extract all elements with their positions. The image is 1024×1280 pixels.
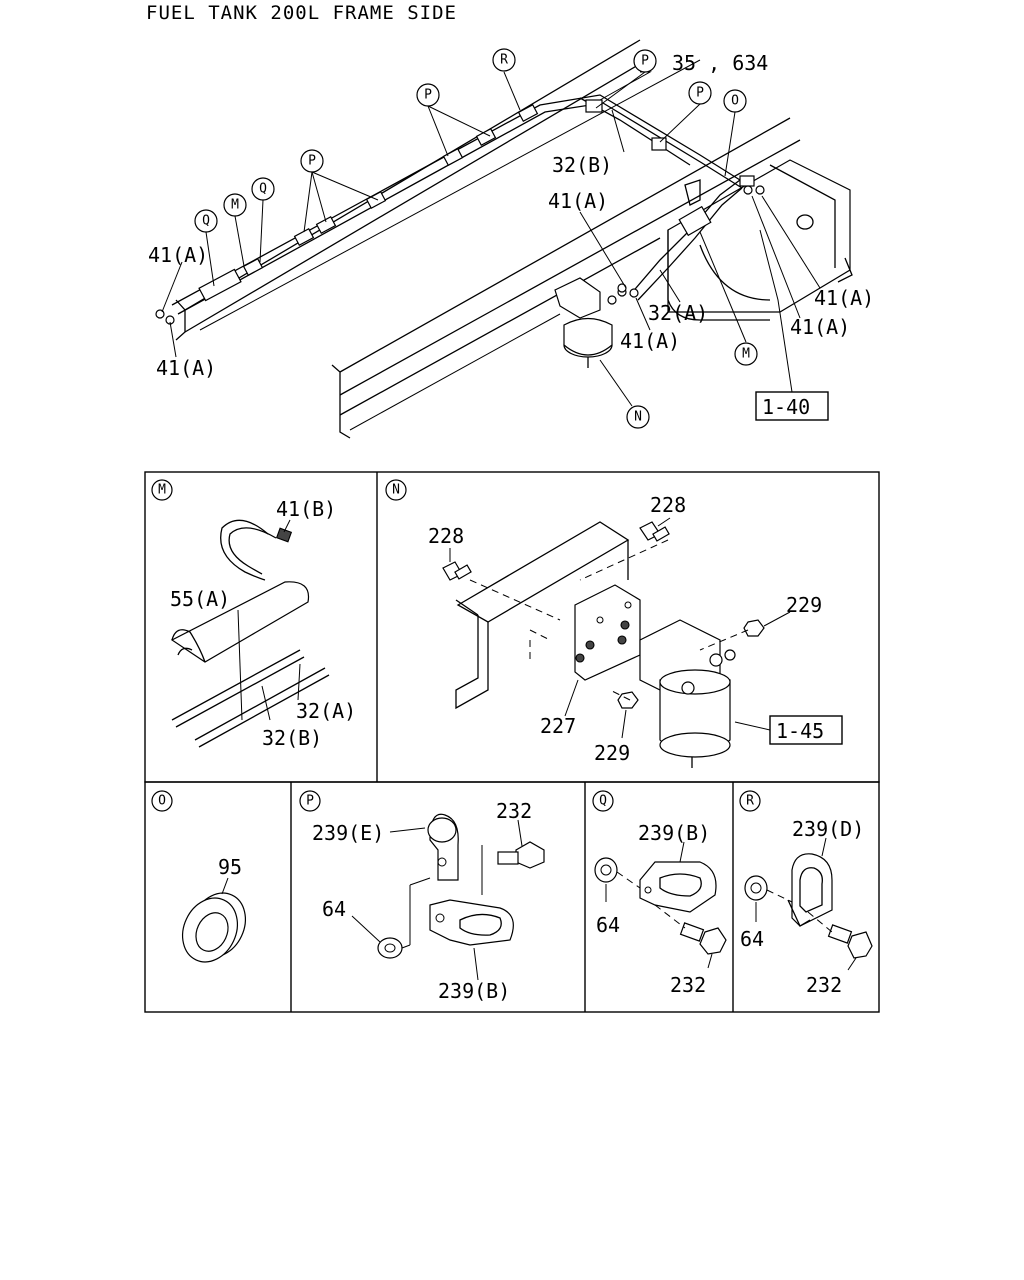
hose-clips (198, 99, 755, 302)
callout-p4-text: P (308, 154, 316, 169)
panel-n-label-228-left: 228 (428, 524, 464, 548)
panel-m-label-32a: 32(A) (296, 699, 356, 723)
callout-n1-text: N (634, 410, 642, 425)
panel-r-label-239d: 239(D) (792, 817, 864, 841)
callout-m-main-2: M (734, 342, 758, 366)
panel-r-key: R (746, 794, 754, 809)
label-1-45-box (769, 715, 843, 745)
leader-lines (161, 71, 821, 407)
callout-o-main: O (723, 89, 747, 113)
label-41a-top: 41(A) (548, 189, 608, 213)
callout-q-main-1: Q (251, 177, 275, 201)
callout-p-main-4: P (300, 149, 324, 173)
label-41a-left-lower: 41(A) (156, 356, 216, 380)
callout-m2-text: M (742, 347, 750, 362)
panel-m-key: M (158, 483, 166, 498)
callout-p1-text: P (641, 54, 649, 69)
panel-r-label-64: 64 (740, 927, 764, 951)
panel-p: P 239(E) 232 64 239(B) (299, 790, 545, 1003)
panel-n: N (385, 479, 843, 768)
panel-m-label-32b: 32(B) (262, 726, 322, 750)
callout-p3-text: P (424, 88, 432, 103)
panel-q-label-232: 232 (670, 973, 706, 997)
panel-o: O 95 (151, 790, 246, 963)
callout-p-main-3: P (416, 83, 440, 107)
callout-r-main: R (492, 48, 516, 72)
label-41a-left-upper: 41(A) (148, 243, 208, 267)
panel-q-label-239b: 239(B) (638, 821, 710, 845)
panel-n-key: N (392, 483, 400, 498)
panel-r-label-232: 232 (806, 973, 842, 997)
panel-p-label-232: 232 (496, 799, 532, 823)
label-32a-main: 32(A) (648, 301, 708, 325)
panel-p-key: P (306, 794, 314, 809)
callout-m-main-1: M (223, 193, 247, 217)
panel-p-label-239e: 239(E) (312, 821, 384, 845)
diagram-title: FUEL TANK 200L FRAME SIDE (146, 2, 457, 24)
panel-m-label-55a: 55(A) (170, 587, 230, 611)
callout-p-main-2: P (688, 81, 712, 105)
fittings (155, 185, 765, 325)
panel-m-label-41b: 41(B) (276, 497, 336, 521)
panel-n-label-1-45: 1-45 (776, 719, 824, 743)
panel-q: Q 239(B) 64 232 (592, 790, 727, 997)
label-41a-right-upper: 41(A) (814, 286, 874, 310)
callout-o1-text: O (731, 94, 739, 109)
callout-m1-text: M (231, 198, 239, 213)
panel-q-label-64: 64 (596, 913, 620, 937)
label-32b-main: 32(B) (552, 153, 612, 177)
callout-n-main: N (626, 405, 650, 429)
label-1-40-box (755, 391, 829, 421)
panel-r: R 239(D) 64 232 (739, 790, 873, 997)
panel-n-label-229-right: 229 (786, 593, 822, 617)
panel-o-key: O (158, 794, 166, 809)
callout-q-main-2: Q (194, 209, 218, 233)
main-assembly: R P P O P P Q M (148, 39, 874, 439)
panel-q-key: Q (599, 794, 607, 809)
fuel-filter-main (554, 277, 627, 368)
callout-q1-text: Q (259, 182, 267, 197)
label-1-40: 1-40 (762, 395, 810, 419)
label-41a-right-lower: 41(A) (790, 315, 850, 339)
panel-n-label-228-right: 228 (650, 493, 686, 517)
panel-o-label-95: 95 (218, 855, 242, 879)
callout-p-main-1: P (633, 49, 657, 73)
callout-p2-text: P (696, 86, 704, 101)
frame-rail-lower (331, 117, 801, 439)
fuel-tank (667, 159, 853, 321)
panel-p-label-239b: 239(B) (438, 979, 510, 1003)
detail-panel-grid (144, 471, 880, 1013)
callout-r-text: R (500, 53, 508, 68)
fuel-hoses (171, 94, 743, 315)
label-35-634: 35 , 634 (672, 51, 768, 75)
panel-m: M 41(B) 55(A) 32(A) 32(B) (151, 479, 356, 750)
panel-n-label-227: 227 (540, 714, 576, 738)
label-41a-center: 41(A) (620, 329, 680, 353)
callout-q2-text: Q (202, 214, 210, 229)
panel-n-label-229-bottom: 229 (594, 741, 630, 765)
panel-p-label-64: 64 (322, 897, 346, 921)
